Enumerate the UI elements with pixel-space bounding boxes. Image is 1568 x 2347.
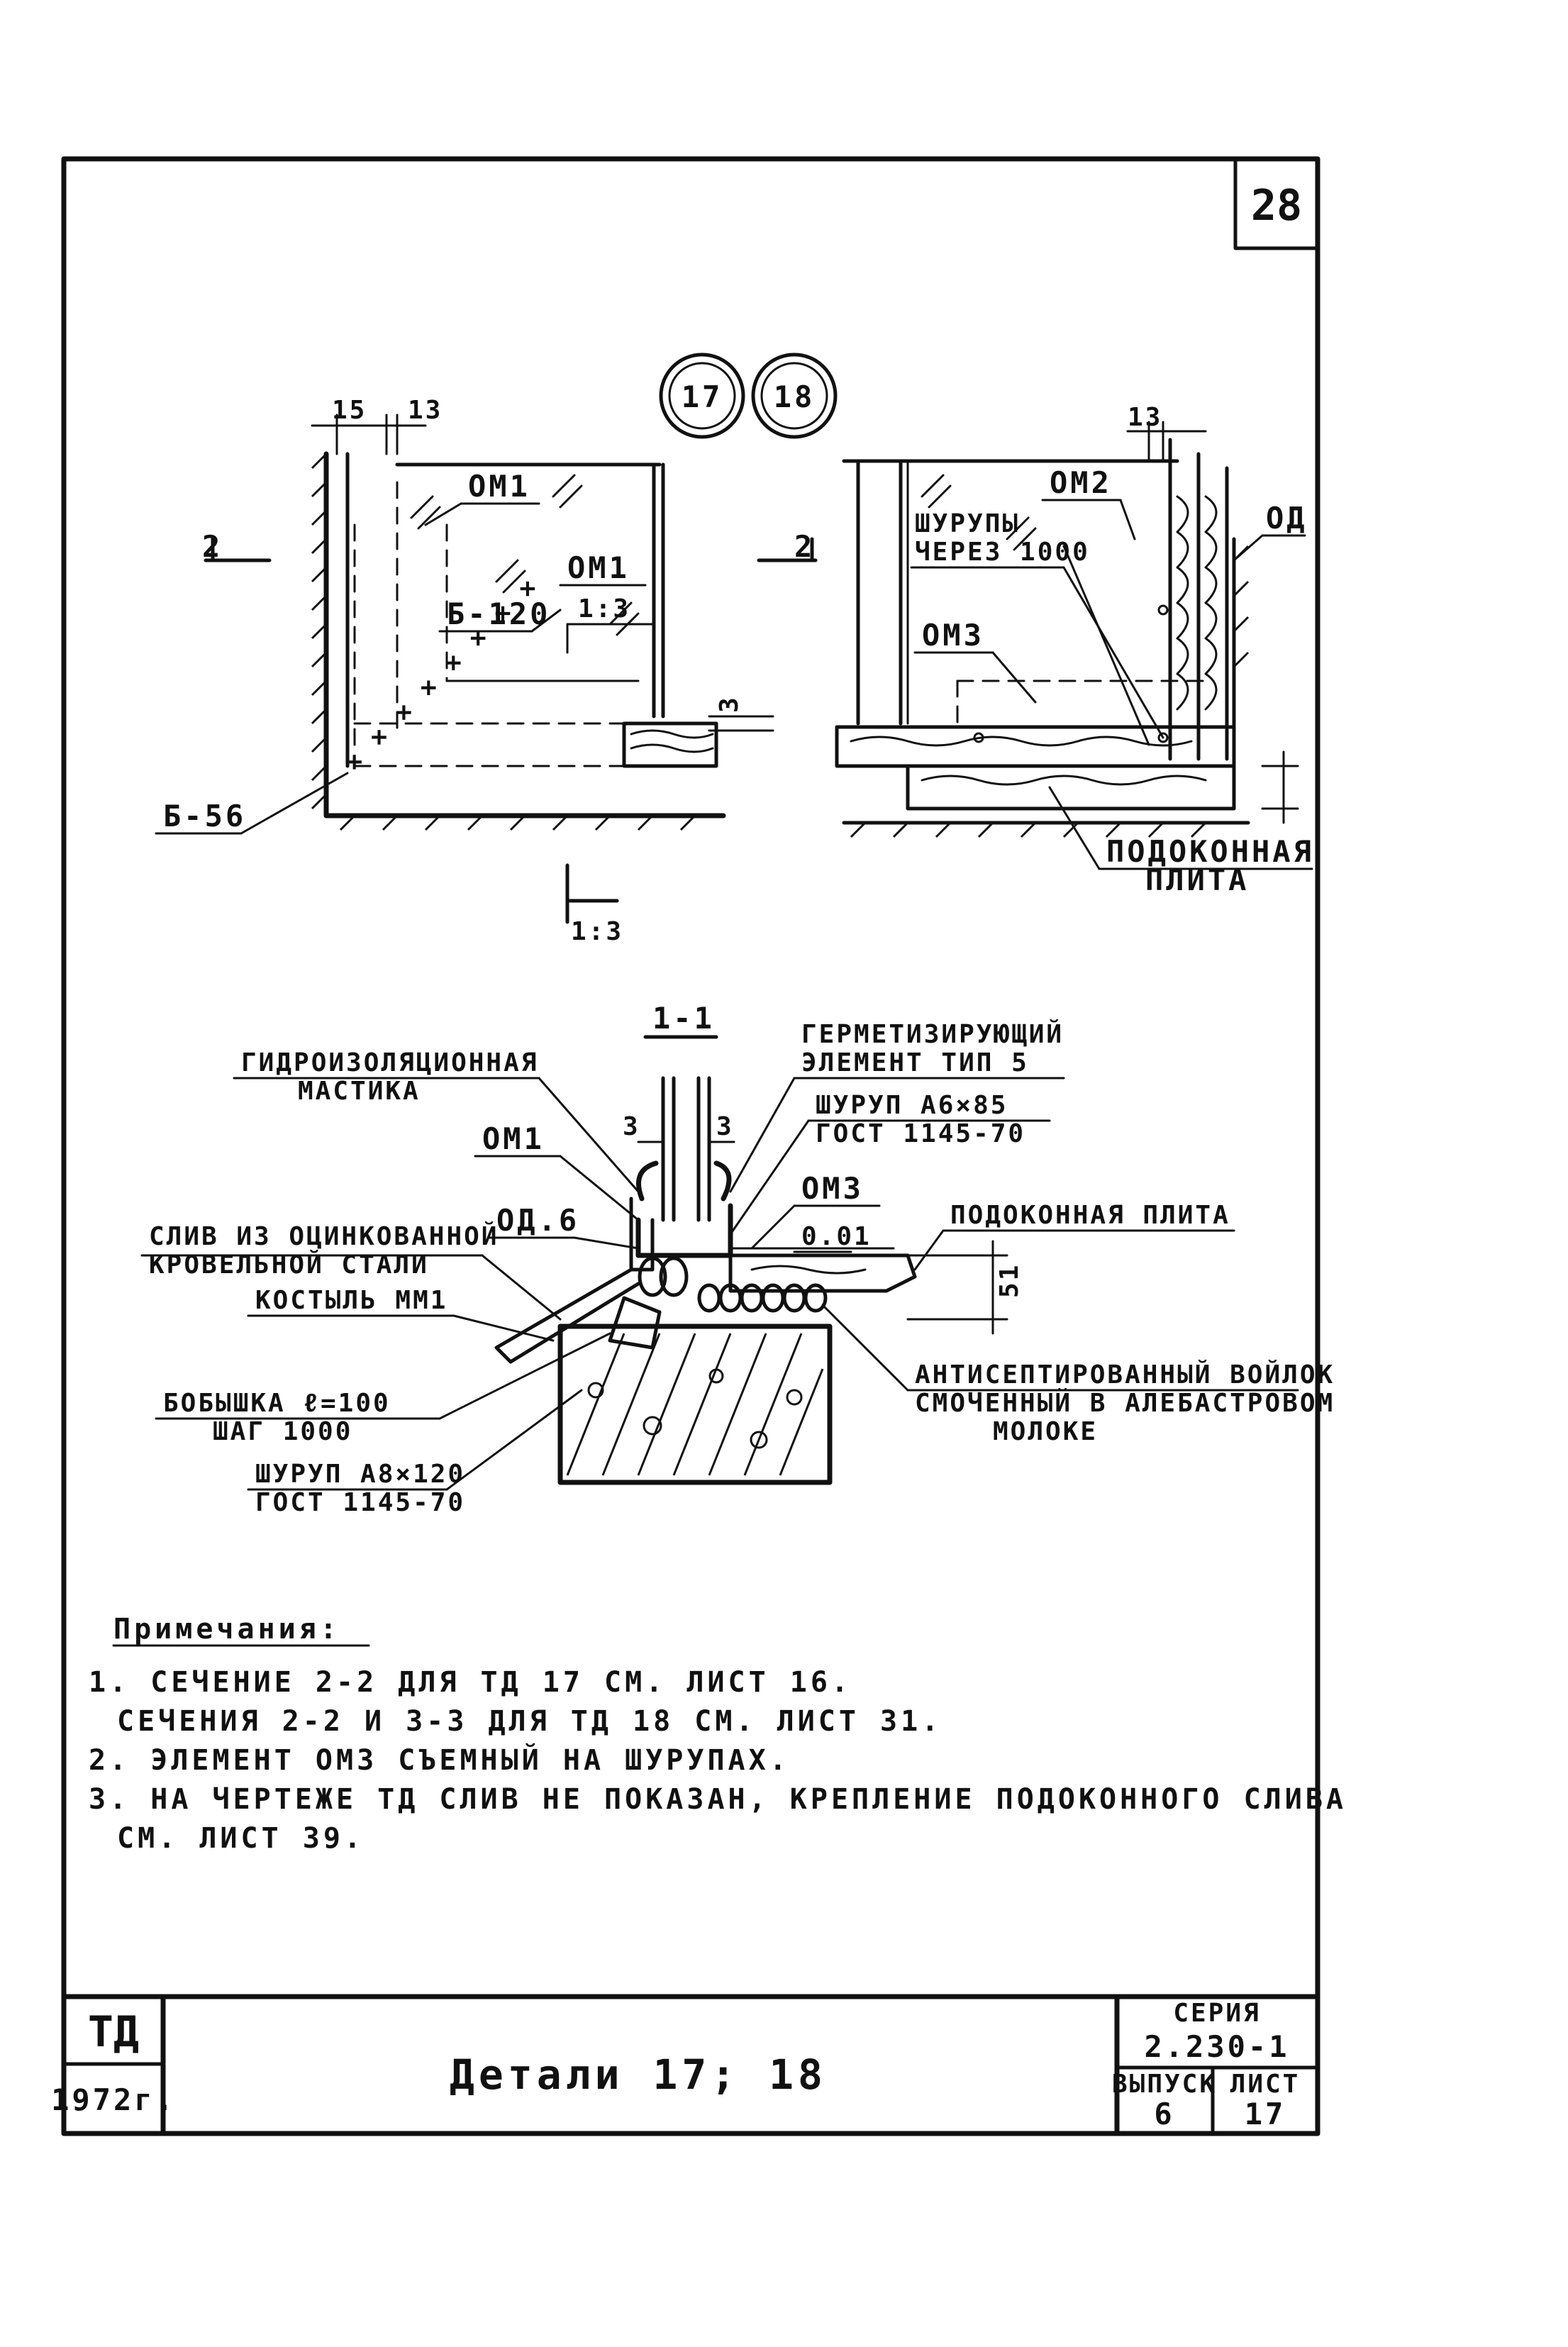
- label-seal-1: ГЕРМЕТИЗИРУЮЩИЙ: [801, 1019, 1064, 1049]
- right-label-screws-2: ЧЕРЕЗ 1000: [915, 538, 1090, 567]
- sheet-number: 28: [1251, 181, 1302, 231]
- left-label-om1-mid: ОМ1: [567, 550, 630, 585]
- title-code: ТД: [88, 2007, 139, 2057]
- right-label-om3: ОМ3: [922, 618, 984, 653]
- note-line-1: 1. СЕЧЕНИЕ 2-2 ДЛЯ ТД 17 СМ. ЛИСТ 16.: [89, 1666, 852, 1699]
- detail-mark-18: 18: [751, 353, 838, 439]
- label-drip-2: КРОВЕЛЬНОЙ СТАЛИ: [149, 1250, 429, 1280]
- right-label-od: ОД: [1266, 501, 1308, 536]
- label-dim3-left: 3: [623, 1112, 640, 1141]
- left-label-om1-top: ОМ1: [468, 469, 530, 504]
- label-dim51: 51: [995, 1263, 1024, 1298]
- left-label-b120: Б-120: [447, 597, 550, 631]
- series-value: 2.230-1: [1144, 2029, 1289, 2064]
- left-section-mark: 2: [202, 529, 272, 564]
- issue-value: 6: [1154, 2097, 1174, 2131]
- right-detail: 13 2 ОМ2 ОД ШУРУПЫ ЧЕРЕЗ 1000 ОМ3 ПОДОКО…: [757, 403, 1314, 897]
- right-section-mark-label: 2: [794, 529, 815, 564]
- label-felt-3: МОЛОКЕ: [993, 1417, 1098, 1446]
- left-label-scale-bottom: 1:3: [571, 917, 623, 946]
- left-detail: × × × × × × × × 15 13 2 ОМ1 ОМ1 1:3 Б-12…: [155, 396, 774, 946]
- title-year: 1972г.: [51, 2082, 176, 2117]
- label-felt-2: СМОЧЕННЫЙ В АЛЕБАСТРОВОМ: [915, 1388, 1335, 1418]
- sheet-number-box: 28: [1233, 157, 1320, 250]
- series-label: СЕРИЯ: [1173, 1999, 1260, 2028]
- label-om1: ОМ1: [482, 1121, 545, 1156]
- section-1-1: 1-1: [140, 1001, 1335, 1517]
- label-felt-1: АНТИСЕПТИРОВАННЫЙ ВОЙЛОК: [915, 1360, 1335, 1389]
- sheet-frame: [61, 156, 1320, 2136]
- right-label-plate-2: ПЛИТА: [1145, 862, 1249, 897]
- notes: Примечания: 1. СЕЧЕНИЕ 2-2 ДЛЯ ТД 17 СМ.…: [89, 1613, 1347, 1855]
- detail-mark-17-label: 17: [682, 379, 723, 414]
- detail-mark-17: 17: [659, 353, 745, 439]
- label-od6: ОД.6: [496, 1203, 579, 1238]
- label-crutch: КОСТЫЛЬ ММ1: [255, 1286, 447, 1315]
- note-line-5: СМ. ЛИСТ 39.: [117, 1822, 365, 1855]
- left-section-mark-label: 2: [202, 529, 223, 564]
- title-block: ТД 1972г. Детали 17; 18 СЕРИЯ 2.230-1 ВЫ…: [51, 1994, 1320, 2136]
- note-line-2: СЕЧЕНИЯ 2-2 И 3-3 ДЛЯ ТД 18 СМ. ЛИСТ 31.: [117, 1705, 942, 1738]
- detail-mark-18-label: 18: [774, 379, 816, 414]
- label-hydro-1: ГИДРОИЗОЛЯЦИОННАЯ: [241, 1048, 538, 1077]
- label-boss-2: ШАГ 1000: [213, 1417, 352, 1446]
- felt-rolls: [638, 1256, 828, 1313]
- left-dim-right: 3: [715, 695, 744, 713]
- masonry-block: [557, 1324, 833, 1485]
- right-label-plate-1: ПОДОКОННАЯ: [1106, 834, 1314, 869]
- label-hydro-2: МАСТИКА: [298, 1077, 421, 1106]
- right-dim-13: 13: [1128, 403, 1162, 432]
- masonry-hatch: [566, 1333, 824, 1476]
- label-screw1-1: ШУРУП А6×85: [816, 1091, 1008, 1120]
- note-line-3: 2. ЭЛЕМЕНТ ОМ3 СЪЕМНЫЙ НА ШУРУПАХ.: [89, 1743, 790, 1777]
- left-dim-15: 15: [332, 396, 367, 425]
- left-dim-13: 13: [408, 396, 443, 425]
- right-label-screws-1: ШУРУПЫ: [915, 509, 1020, 538]
- label-screw2-2: ГОСТ 1145-70: [255, 1488, 465, 1517]
- label-drip-1: СЛИВ ИЗ ОЦИНКОВАННОЙ: [149, 1221, 499, 1251]
- label-seal-2: ЭЛЕМЕНТ ТИП 5: [801, 1048, 1029, 1077]
- right-section-mark: 2: [757, 529, 818, 564]
- notes-heading: Примечания:: [113, 1613, 340, 1646]
- sheet-label: ЛИСТ: [1230, 2070, 1301, 2099]
- label-d01: 0.01: [801, 1222, 872, 1251]
- label-plate: ПОДОКОННАЯ ПЛИТА: [950, 1201, 1230, 1230]
- label-om3: ОМ3: [801, 1171, 864, 1206]
- label-screw1-2: ГОСТ 1145-70: [816, 1119, 1025, 1148]
- left-label-b56: Б-56: [163, 799, 246, 833]
- note-line-4: 3. НА ЧЕРТЕЖЕ ТД СЛИВ НЕ ПОКАЗАН, КРЕПЛЕ…: [89, 1783, 1347, 1816]
- title-text: Детали 17; 18: [450, 2051, 827, 2099]
- issue-label: ВЫПУСК: [1112, 2070, 1217, 2099]
- sheet-value: 17: [1245, 2097, 1286, 2131]
- label-dim3-right: 3: [716, 1112, 734, 1141]
- right-label-om2: ОМ2: [1050, 465, 1112, 500]
- left-wall-hatch: [311, 453, 696, 831]
- left-label-scale-mid: 1:3: [578, 594, 630, 623]
- label-boss-1: БОБЫШКА ℓ=100: [163, 1389, 391, 1418]
- label-screw2-1: ШУРУП А8×120: [255, 1460, 465, 1489]
- section-title: 1-1: [652, 1001, 715, 1036]
